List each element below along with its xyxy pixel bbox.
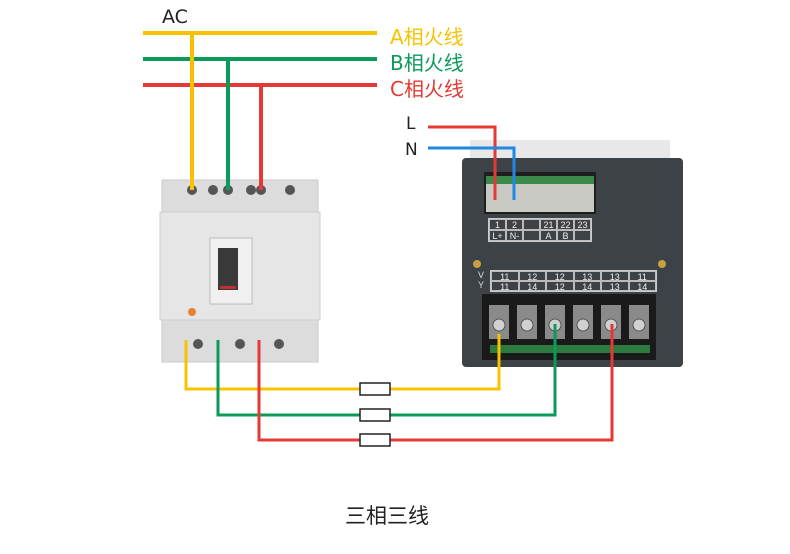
terminal-cell: L+ [489,230,506,241]
screw-head [632,318,646,332]
phase-c-label: C相火线 [390,77,464,101]
terminal-cell [574,230,591,241]
caption: 三相三线 [345,504,429,528]
terminal-cell: 11 [628,271,656,282]
v-symbol: V [478,270,485,280]
terminal-cell: 23 [574,219,591,230]
phase-a-label: A相火线 [390,25,464,49]
terminal-cell: 22 [557,219,574,230]
terminal-cell: 12 [518,271,546,282]
terminal-cell [523,219,540,230]
phase-b-label: B相火线 [390,51,464,75]
ac-label: AC [162,6,188,28]
fuse-a [359,382,391,396]
terminal-cell: A [540,230,557,241]
fuse-c [359,433,391,447]
terminal-cell: N- [506,230,523,241]
terminal-cell [523,230,540,241]
screw-head [492,318,506,332]
terminal-cell: 14 [573,281,601,292]
l-label: L [406,114,416,134]
terminal-cell: B [557,230,574,241]
n-label: N [405,140,418,160]
screw-head [576,318,590,332]
terminal-cell: 13 [601,281,629,292]
circuit-breaker [159,179,321,363]
terminal-cell: 11 [491,281,519,292]
terminal-cell: 13 [573,271,601,282]
terminal-cell: 13 [601,271,629,282]
fuse-b [359,408,391,422]
terminal-cell: 1 [489,219,506,230]
terminal-cell: 21 [540,219,557,230]
terminal-cell: 11 [491,271,519,282]
terminal-cell: 12 [546,281,574,292]
y-symbol: Y [478,280,485,290]
terminal-cell: 12 [546,271,574,282]
terminal-cell: 14 [628,281,656,292]
fuses [359,382,391,447]
terminal-cell: 2 [506,219,523,230]
screw-head [520,318,534,332]
terminal-cell: 14 [518,281,546,292]
meter-body [462,140,683,367]
